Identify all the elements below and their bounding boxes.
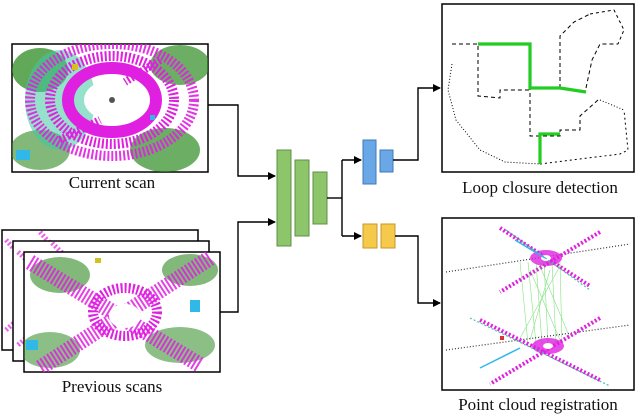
branch-connectors xyxy=(327,156,362,240)
encoder-layer-1 xyxy=(276,149,292,247)
input-connectors xyxy=(208,104,276,313)
registration-panel: Point cloud registration xyxy=(441,217,635,414)
loop-closure-highlight-2 xyxy=(538,132,560,164)
arrow-previous-to-encoder xyxy=(220,218,276,313)
arrow-to-loop-closure xyxy=(393,84,441,161)
previous-scan-pointcloud xyxy=(24,252,218,372)
encoder xyxy=(276,149,328,247)
encoder-layer-2 xyxy=(294,159,310,237)
arrow-current-to-encoder xyxy=(208,104,276,180)
registration-pointcloud-top xyxy=(445,226,631,294)
loop-closure-caption: Loop closure detection xyxy=(462,178,618,197)
reg-head-layer-2 xyxy=(380,223,396,249)
current-scan-panel: Current scan xyxy=(11,43,209,192)
encoder-layer-3 xyxy=(312,171,328,225)
loop-closure-head xyxy=(362,139,394,185)
registration-caption: Point cloud registration xyxy=(458,395,618,414)
arrow-to-registration xyxy=(395,235,441,307)
loop-head-layer-2 xyxy=(379,149,394,173)
current-scan-caption: Current scan xyxy=(69,173,156,192)
reg-head-layer-1 xyxy=(362,223,378,249)
registration-pointcloud-bottom xyxy=(445,316,631,387)
output-connectors xyxy=(393,84,441,307)
correspondence-lines xyxy=(519,261,571,345)
loop-closure-highlight-1 xyxy=(478,42,587,94)
previous-scans-panel: Previous scans xyxy=(1,229,221,396)
registration-head xyxy=(362,223,396,249)
previous-scans-caption: Previous scans xyxy=(62,377,163,396)
current-scan-pointcloud xyxy=(12,44,208,172)
loop-closure-panel: Loop closure detection xyxy=(441,3,635,197)
loop-head-layer-1 xyxy=(362,139,377,185)
trajectory-map xyxy=(447,9,629,165)
